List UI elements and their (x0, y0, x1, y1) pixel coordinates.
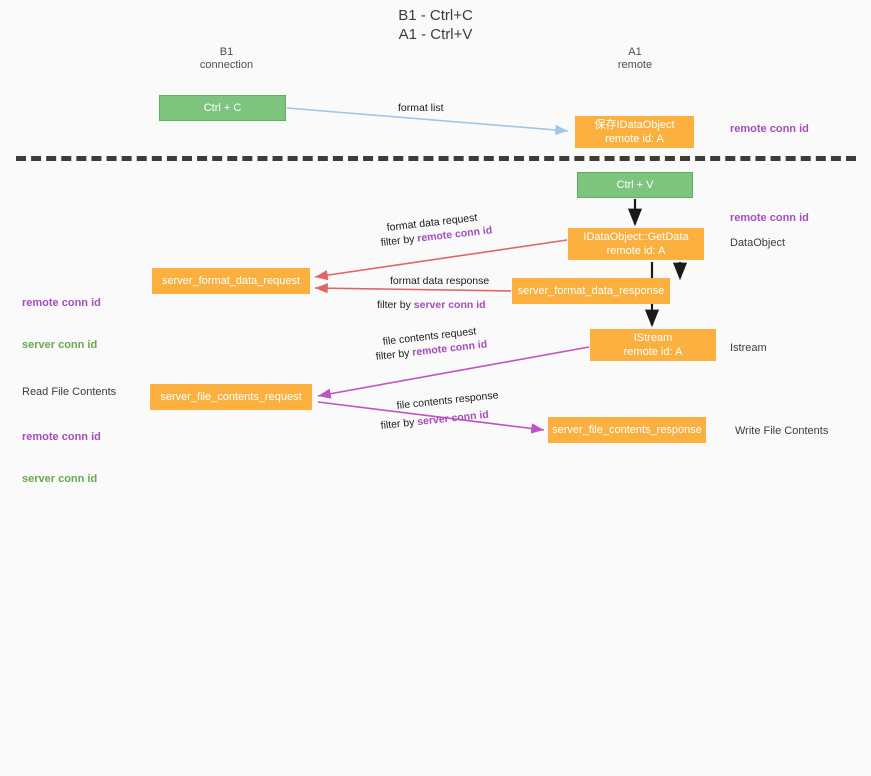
edge-file-contents-request (317, 346, 590, 399)
filter-prefix: filter by (380, 416, 418, 432)
edge-format-data-response (314, 283, 512, 294)
diagram-canvas: B1 - Ctrl+C A1 - Ctrl+V B1 connection A1… (16, 7, 856, 485)
node-server-file-contents-request[interactable]: server_file_contents_request (150, 384, 312, 410)
phase-divider (16, 156, 856, 161)
node-server-format-data-request[interactable]: server_format_data_request (152, 268, 310, 294)
swimlane-header-a1: A1 remote (617, 46, 653, 71)
edge-label-format-list: format list (398, 102, 444, 114)
annotation-server-conn-id: server conn id (22, 473, 98, 485)
annotation-conn-ids-format: remote conn id server conn id (22, 268, 101, 380)
edge-file-contents-response (317, 401, 545, 434)
node-ctrl-v[interactable]: Ctrl + V (577, 172, 693, 198)
annotation-server-conn-id: server conn id (22, 339, 98, 351)
swimlane-header-b1: B1 connection (199, 46, 254, 71)
annotation-remote-conn-id-getdata: remote conn id (730, 212, 809, 224)
annotation-dataobject: DataObject (730, 237, 786, 249)
node-save-idataobject[interactable]: 保存IDataObject remote id: A (575, 116, 694, 148)
edge-label-format-data-response: format data response (390, 275, 490, 287)
annotation-read-file-contents: Read File Contents (22, 386, 117, 398)
node-istream[interactable]: IStream remote id: A (590, 329, 716, 361)
node-server-format-data-response[interactable]: server_format_data_response (512, 278, 670, 304)
edge-format-data-request (314, 239, 568, 281)
node-idataobject-getdata[interactable]: IDataObject::GetData remote id: A (568, 228, 704, 260)
edge-format-list (286, 107, 569, 136)
annotation-conn-ids-file: remote conn id server conn id (22, 402, 101, 514)
filter-key-server-conn-id: server conn id (413, 299, 486, 311)
node-ctrl-c[interactable]: Ctrl + C (159, 95, 286, 121)
edge-layer (286, 107, 688, 434)
annotation-write-file-contents: Write File Contents (735, 425, 829, 437)
edge-label-format-data-response-filter: filter by server conn id (377, 298, 486, 312)
filter-prefix: filter by (377, 299, 414, 311)
annotation-remote-conn-id-top: remote conn id (730, 123, 809, 135)
annotation-remote-conn-id: remote conn id (22, 297, 101, 309)
annotation-istream: Istream (730, 342, 767, 354)
diagram-title: B1 - Ctrl+C A1 - Ctrl+V (398, 7, 473, 43)
annotation-remote-conn-id: remote conn id (22, 431, 101, 443)
node-server-file-contents-response[interactable]: server_file_contents_response (548, 417, 706, 443)
